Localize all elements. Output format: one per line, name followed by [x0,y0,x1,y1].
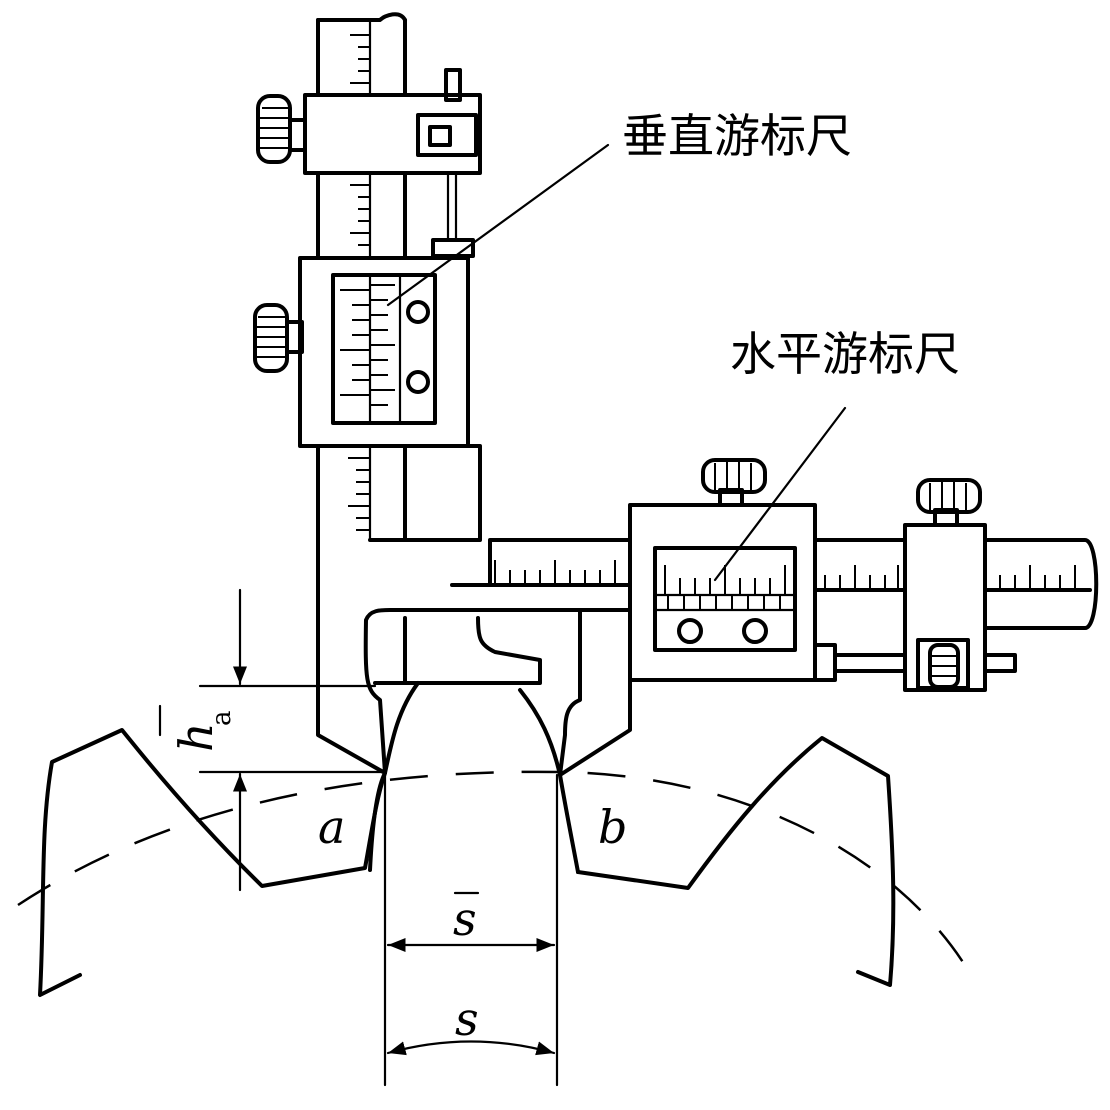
pitch-circle-arc [17,770,970,971]
addendum-height-symbol: h [169,722,223,752]
vertical-clamp-knob-top[interactable] [256,94,307,164]
addendum-height-subscript: a [207,710,237,726]
fine-adjust-rod-top [444,68,462,102]
vertical-vernier-slider [298,256,470,448]
horizontal-vernier-slider [628,503,817,682]
horizontal-beam-right [813,538,1099,630]
arc-thickness-arrow [386,1040,556,1056]
arc-thickness-label: s [455,992,479,1046]
chordal-thickness-label: s [453,892,477,946]
screw-icon [406,300,430,324]
vertical-caliper-label: 垂直游标尺 [622,109,852,163]
vertical-vernier-caliper [253,12,632,777]
fine-adjust-knob[interactable] [916,478,982,527]
horizontal-clamp-knob[interactable] [701,458,767,507]
vertical-beam-top [316,12,407,22]
nut-icon [928,643,960,689]
gear-tooth-right [576,736,896,987]
screw-icon [742,618,768,644]
fine-adjust-clamp [903,523,987,692]
vertical-vernier-window [331,273,437,425]
screw-icon [677,618,703,644]
point-b-label: b [598,800,627,854]
vertical-clamp-knob-middle[interactable] [253,303,304,373]
horizontal-vernier-caliper [450,458,1099,692]
gear-tooth-middle-right-flank [518,688,580,874]
screw-icon [406,370,430,394]
leader-line-horizontal [713,406,847,582]
vertical-clamp-block [303,93,482,175]
horizontal-caliper-label: 水平游标尺 [730,327,960,381]
addendum-height-label: h a [169,710,237,752]
vertical-beam-lower [316,444,632,775]
depth-foot [403,616,542,685]
vertical-beam-upper [316,18,407,262]
vertical-body-bracket [368,444,482,542]
moving-jaw [558,608,632,777]
leader-line-vertical [386,143,610,307]
dimension-lines [158,143,847,1087]
point-a-label: a [318,800,345,854]
horizontal-vernier-window [653,546,797,652]
